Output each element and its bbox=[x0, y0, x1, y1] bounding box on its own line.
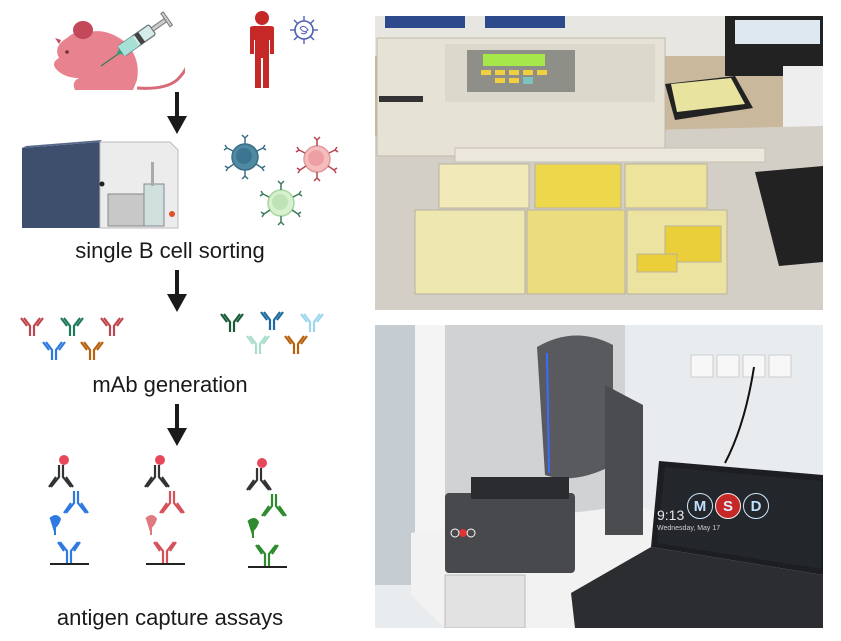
step-label-sorting: single B cell sorting bbox=[75, 238, 265, 263]
msd-logo: M S D bbox=[687, 493, 769, 519]
photo-plate-reader bbox=[375, 16, 823, 310]
logo-letter-d: D bbox=[743, 493, 769, 519]
mouse-icon bbox=[45, 8, 185, 93]
antibody-group-right bbox=[210, 306, 330, 366]
virus-icon bbox=[288, 14, 320, 46]
laptop-date: Wednesday, May 17 bbox=[657, 525, 721, 532]
antibody-group-left bbox=[14, 310, 134, 370]
down-arrow-icon bbox=[165, 92, 189, 136]
b-cell-green-icon bbox=[258, 178, 304, 228]
down-arrow-icon bbox=[165, 404, 189, 448]
cell-sorter-icon bbox=[20, 138, 180, 230]
b-cell-red-icon bbox=[294, 134, 340, 184]
human-figure-icon bbox=[246, 10, 278, 90]
step-label-mab: mAb generation bbox=[92, 372, 248, 397]
b-cell-blue-icon bbox=[222, 132, 268, 182]
assay-stack-red bbox=[138, 455, 198, 575]
syringe-icon bbox=[95, 8, 185, 68]
logo-letter-s: S bbox=[715, 493, 741, 519]
photo-msd-instrument: 9:13 Wednesday, May 17 M S D bbox=[375, 325, 823, 628]
logo-letter-m: M bbox=[687, 493, 713, 519]
assay-stack-blue bbox=[42, 455, 102, 575]
laptop-time: 9:13 bbox=[657, 507, 685, 523]
step-label-assays: antigen capture assays bbox=[56, 605, 284, 630]
down-arrow-icon bbox=[165, 270, 189, 314]
assay-stack-green bbox=[240, 458, 300, 578]
